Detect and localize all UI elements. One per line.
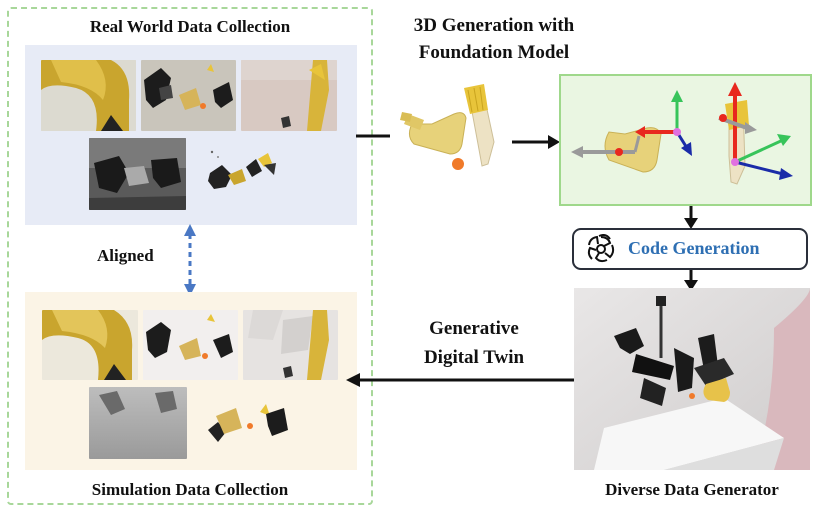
real-photo-wrist-view xyxy=(41,60,136,131)
diverse-data-title: Diverse Data Generator xyxy=(605,480,779,499)
sim-photo-side-view xyxy=(243,310,338,380)
object-pose-axes xyxy=(571,82,793,185)
real-depth-map xyxy=(89,138,186,210)
code-to-render-arrow xyxy=(684,270,698,291)
pose-to-code-arrow xyxy=(684,206,698,229)
sim-point-cloud xyxy=(200,398,292,450)
sim-photo-top-view xyxy=(143,310,238,380)
twin-to-simulation-arrow xyxy=(346,373,574,387)
real-world-title: Real World Data Collection xyxy=(89,17,291,36)
generated-3d-objects xyxy=(400,84,495,170)
aligned-double-arrow xyxy=(184,224,196,296)
digital-twin-line1: Generative xyxy=(429,318,519,339)
generation-to-pose-arrow xyxy=(512,135,560,149)
diverse-data-render xyxy=(574,288,810,470)
digital-twin-label: Generative Digital Twin xyxy=(394,314,554,372)
data-collection-container xyxy=(7,7,373,505)
simulation-title: Simulation Data Collection xyxy=(91,480,289,499)
code-generation-box xyxy=(572,228,808,270)
aligned-label: Aligned xyxy=(97,246,154,265)
generation-title-line1: 3D Generation with xyxy=(413,15,575,36)
real-photo-top-view xyxy=(141,60,236,131)
generation-title-line2: Foundation Model xyxy=(418,42,570,63)
object-pose-panel xyxy=(559,74,812,206)
real-photo-side-view xyxy=(241,60,337,131)
real-to-generation-connector xyxy=(356,134,390,138)
real-point-cloud xyxy=(198,145,284,200)
generation-title: 3D Generation with Foundation Model xyxy=(379,12,609,66)
code-generation-label: Code Generation xyxy=(628,238,760,258)
sim-depth-map xyxy=(89,387,187,459)
digital-twin-line2: Digital Twin xyxy=(423,347,525,368)
openai-logo-icon xyxy=(587,234,615,263)
sim-photo-wrist-view xyxy=(42,310,138,380)
